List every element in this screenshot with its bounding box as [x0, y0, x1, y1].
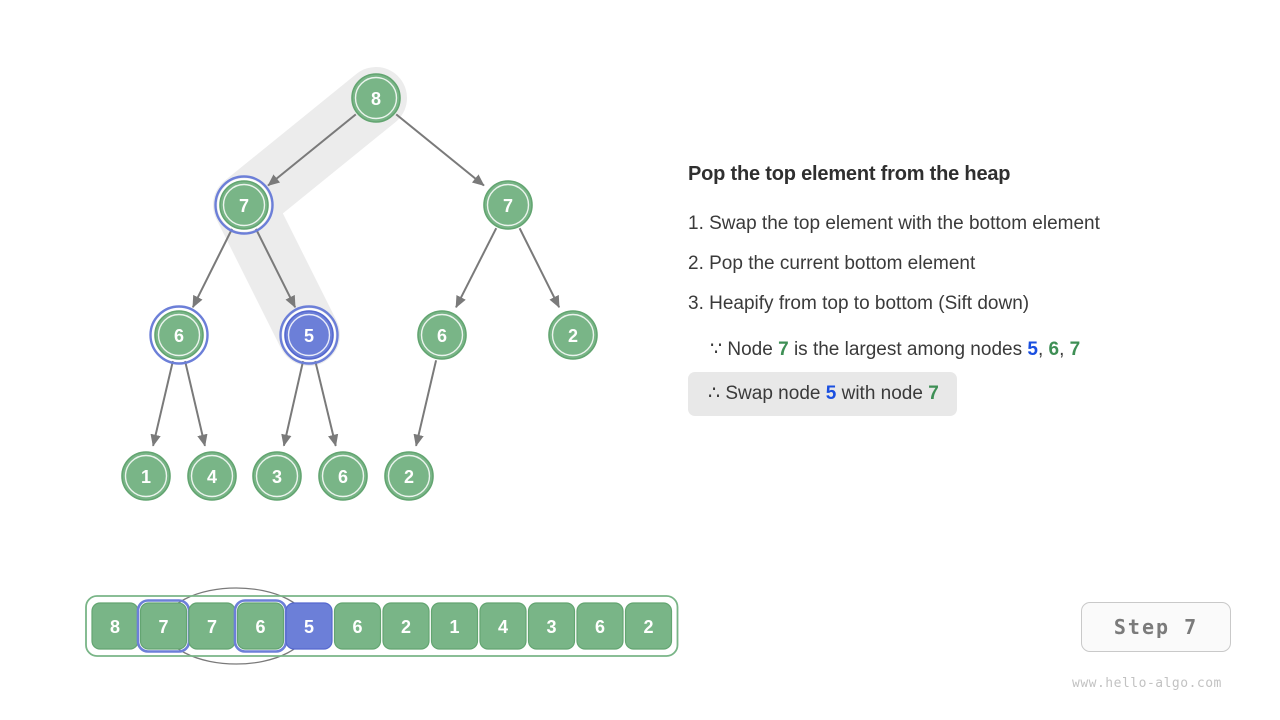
heap-array-representation: 8 7 7 6 5 6 2 1 4 3 6 2 [85, 587, 679, 665]
tree-node-2: 2 [548, 310, 598, 360]
tree-node-label: 4 [207, 467, 217, 487]
array-cell: 1 [430, 602, 479, 650]
array-cell-label: 7 [207, 617, 217, 637]
tree-node-label: 5 [304, 326, 314, 346]
watermark-text: www.hello-algo.com [1072, 676, 1222, 691]
tree-node-label: 1 [141, 467, 151, 487]
conclusion-to-value: 7 [928, 383, 939, 404]
reason-node-value: 7 [778, 339, 789, 360]
conclusion-wrapper: ∴ Swap node 5 with node 7 [688, 364, 1248, 416]
array-cell-label: 2 [401, 617, 411, 637]
conclusion-from-value: 5 [825, 383, 837, 404]
reason-middle: is the largest among nodes [793, 339, 1023, 360]
tree-node-label: 7 [503, 196, 513, 216]
tree-node-label: 2 [568, 326, 578, 346]
tree-node-label: 2 [404, 467, 414, 487]
tree-node-2: 2 [384, 451, 434, 501]
tree-node-5: 5 [279, 305, 339, 365]
tree-node-label: 3 [272, 467, 282, 487]
array-cell: 5 [285, 602, 333, 650]
array-cell-label: 1 [449, 617, 459, 637]
array-cell: 3 [527, 602, 576, 650]
array-cell-label: 2 [643, 617, 653, 637]
array-cell: 2 [382, 602, 430, 650]
array-cell-label: 5 [304, 617, 314, 637]
reason-line: ∵ Node 7 is the largest among nodes 5, 6… [710, 339, 1081, 360]
explanation-panel: Pop the top element from the heap 1. Swa… [688, 160, 1248, 416]
step-item-1: 1. Swap the top element with the bottom … [688, 213, 1100, 234]
tree-edges [150, 113, 561, 447]
reason-prefix: Node [727, 339, 773, 360]
tree-node-7: 7 [214, 175, 274, 235]
tree-node-7: 7 [483, 180, 533, 230]
array-cell: 8 [91, 602, 139, 650]
tree-node-6: 6 [149, 305, 209, 365]
tree-node-label: 8 [371, 89, 381, 109]
array-cell: 7 [136, 599, 191, 653]
tree-node-6: 6 [318, 451, 368, 501]
page-title: Pop the top element from the heap [688, 163, 1011, 185]
array-cell-label: 6 [595, 617, 605, 637]
reason-candidate-2: 7 [1069, 339, 1081, 360]
array-cell: 6 [233, 599, 288, 653]
tree-node-label: 7 [239, 196, 249, 216]
reason-candidate-1: 6 [1048, 339, 1060, 360]
array-cell-label: 6 [255, 617, 265, 637]
array-cell: 6 [333, 602, 382, 650]
array-cell: 6 [576, 602, 624, 650]
tree-node-6: 6 [417, 310, 467, 360]
array-container-border [85, 595, 679, 657]
array-cell-label: 7 [158, 617, 168, 637]
array-cell-label: 8 [110, 617, 120, 637]
tree-node-4: 4 [187, 451, 237, 501]
array-cell: 4 [479, 602, 527, 650]
because-symbol: ∵ [710, 339, 723, 360]
reason-candidate-0: 5 [1027, 339, 1038, 360]
tree-node-1: 1 [121, 451, 171, 501]
array-cell-label: 6 [352, 617, 362, 637]
heap-tree-diagram: 8 7 7 6 5 6 2 1 4 3 6 2 [121, 67, 598, 501]
tree-node-label: 6 [174, 326, 184, 346]
therefore-symbol: ∴ [708, 383, 721, 404]
array-cells: 8 7 7 6 5 6 2 1 4 3 6 2 [91, 599, 673, 653]
array-cell: 7 [188, 602, 236, 650]
tree-node-8: 8 [351, 73, 401, 123]
tree-node-3: 3 [252, 451, 302, 501]
tree-node-label: 6 [437, 326, 447, 346]
step-badge: Step 7 [1081, 602, 1231, 652]
array-cell-label: 4 [498, 617, 508, 637]
tree-node-label: 6 [338, 467, 348, 487]
conclusion-box: ∴ Swap node 5 with node 7 [688, 372, 957, 416]
array-cell-label: 3 [546, 617, 556, 637]
tree-nodes: 8 7 7 6 5 6 2 1 4 3 6 2 [121, 73, 598, 501]
conclusion-middle: with node [841, 383, 923, 404]
step-item-2: 2. Pop the current bottom element [688, 253, 976, 274]
array-cell: 2 [624, 602, 673, 650]
conclusion-prefix: Swap node [725, 383, 821, 404]
step-item-3: 3. Heapify from top to bottom (Sift down… [688, 293, 1030, 314]
